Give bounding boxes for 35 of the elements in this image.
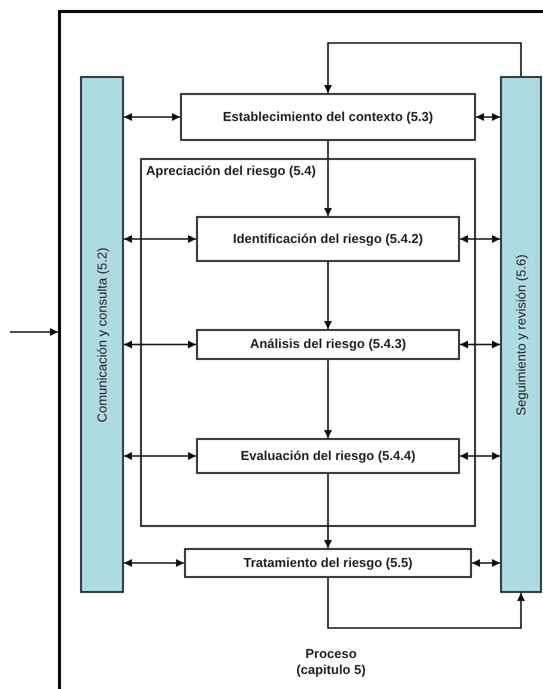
process-box — [196, 438, 460, 474]
arrow — [124, 113, 180, 121]
box-label: Evaluación del riesgo (5.4.4) — [240, 448, 416, 464]
vertical-bar — [80, 76, 124, 593]
arrow — [124, 452, 196, 460]
arrow — [460, 452, 500, 460]
arrow — [124, 340, 196, 348]
process-box — [180, 93, 476, 141]
arrow — [324, 262, 332, 329]
process-box — [196, 329, 460, 360]
arrow — [10, 328, 58, 336]
vertical-bar — [500, 76, 542, 593]
arrow — [327, 578, 525, 629]
process-box — [184, 548, 472, 578]
process-frame — [58, 10, 543, 689]
arrow — [460, 235, 500, 243]
arrow — [476, 113, 500, 121]
arrow — [124, 559, 184, 567]
arrow — [324, 141, 332, 216]
process-box — [196, 216, 460, 262]
arrow — [324, 474, 332, 548]
box-label: Tratamiento del riesgo (5.5) — [242, 554, 414, 572]
arrow — [472, 559, 500, 567]
arrow — [460, 340, 500, 348]
bar-label: Seguimiento y revisión (5.6) — [512, 254, 530, 416]
arrow — [324, 360, 332, 438]
bar-label: Comunicación y consulta (5.2) — [93, 247, 110, 422]
group-heading: Apreciación del riesgo (5.4) — [146, 162, 316, 180]
box-label: Establecimiento del contexto (5.3) — [222, 108, 434, 126]
frame-label: Proceso (capitulo 5) — [295, 646, 367, 678]
group-box — [140, 158, 476, 527]
arrow — [124, 235, 196, 243]
box-label: Identificación del riesgo (5.4.2) — [232, 230, 424, 248]
box-label: Análisis del riesgo (5.4.3) — [248, 336, 408, 353]
arrow — [324, 42, 522, 93]
